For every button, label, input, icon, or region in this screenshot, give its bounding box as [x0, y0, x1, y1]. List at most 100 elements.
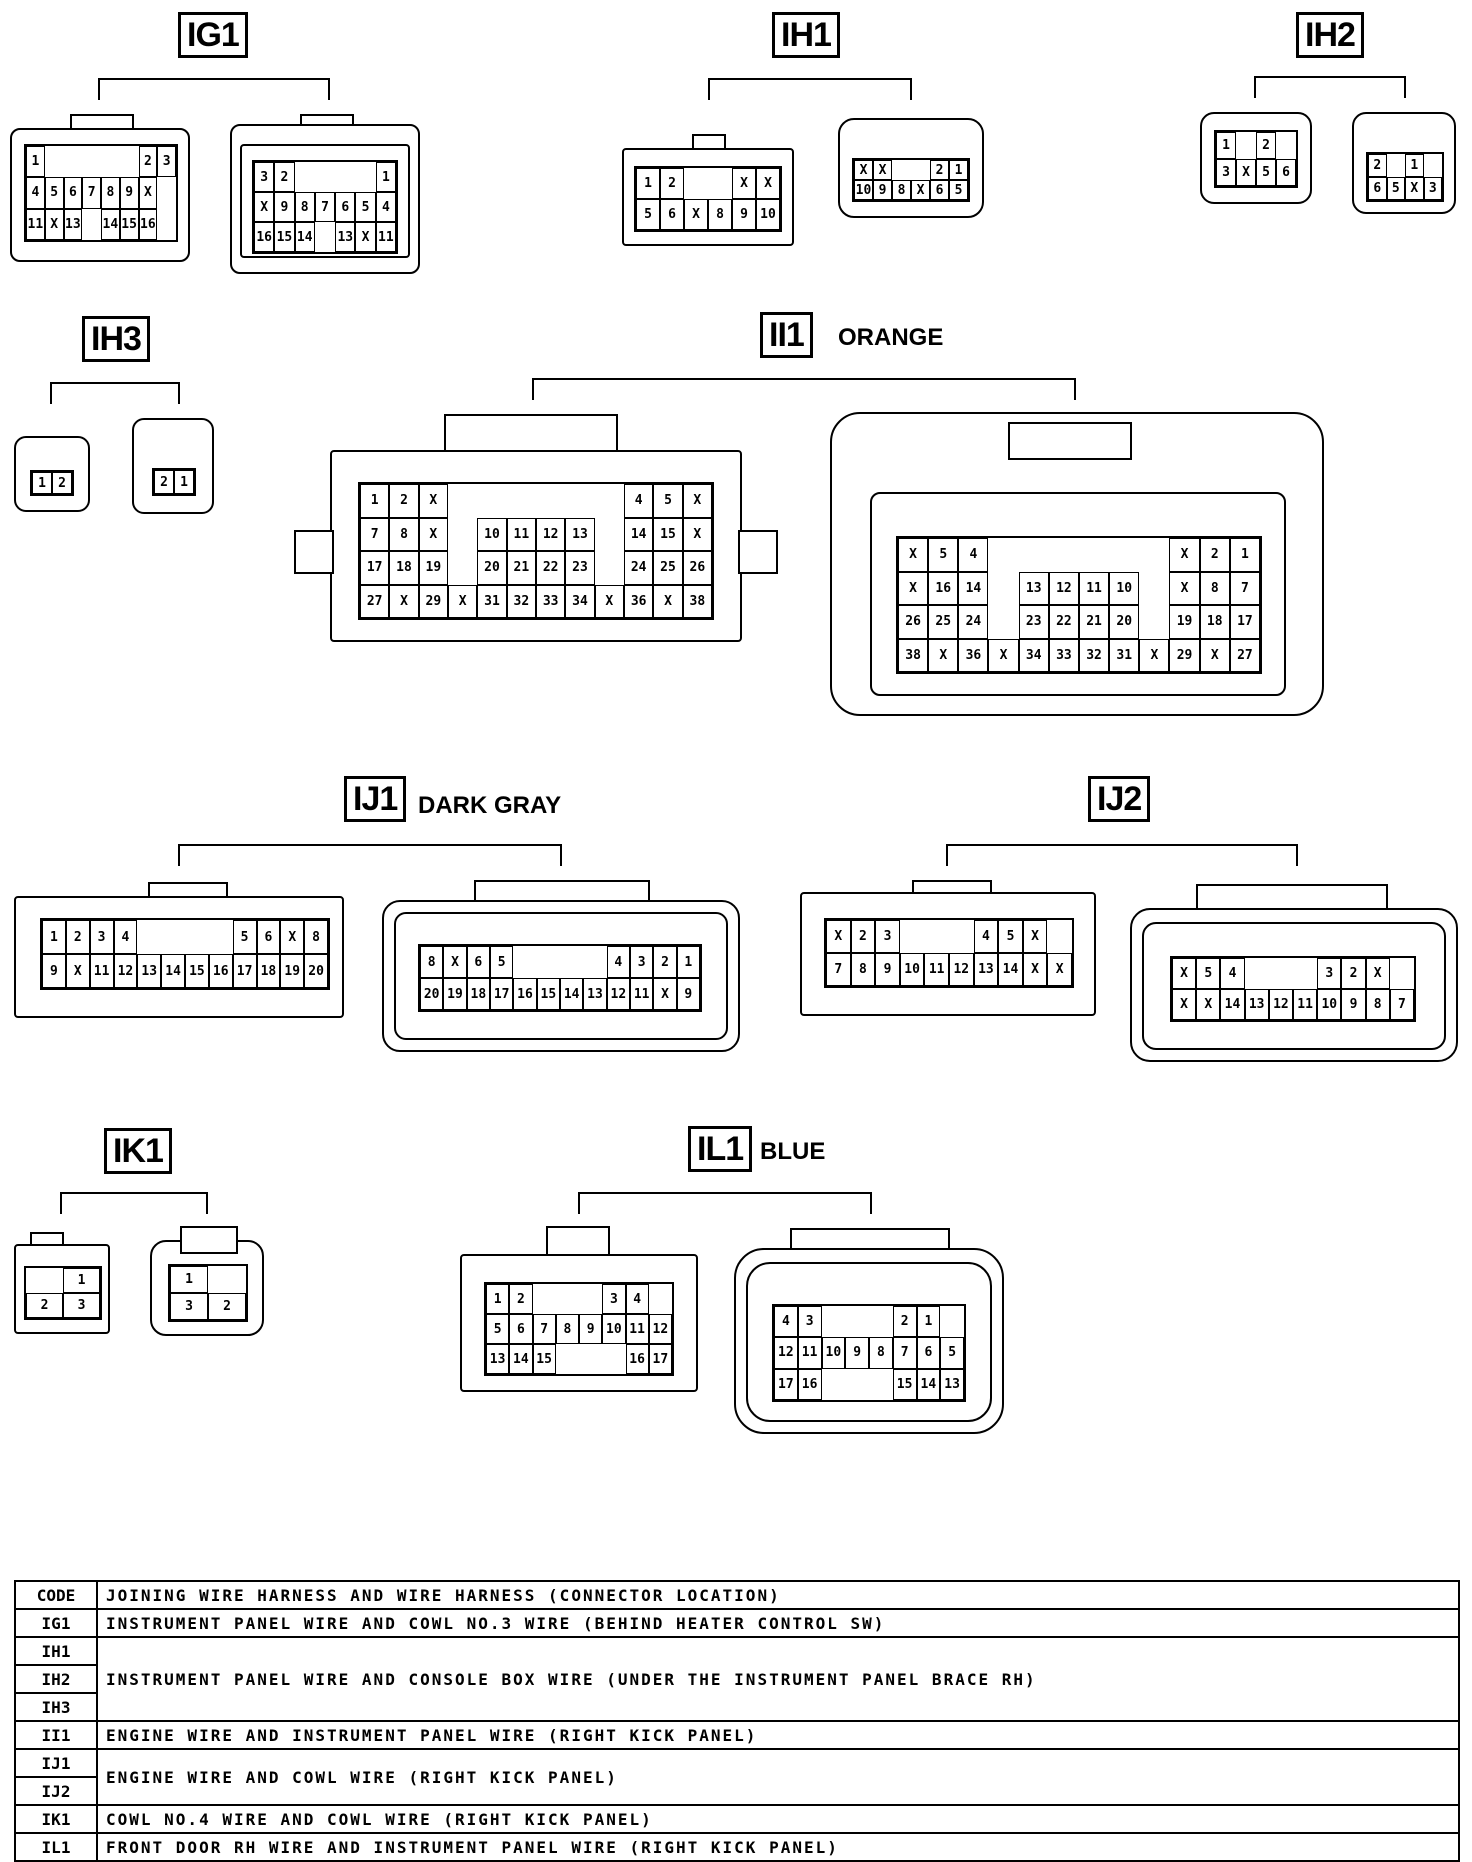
pin-cell: 13 [137, 954, 162, 988]
pin-cell: 17 [648, 1344, 672, 1374]
pin-cell: 15 [536, 978, 560, 1010]
pin-cell: 12 [536, 517, 566, 551]
pin-cell: 3 [63, 1293, 100, 1318]
pin-cell: 9 [732, 199, 756, 230]
pin-cell: 4 [774, 1306, 798, 1338]
pin-cell: 1 [1229, 538, 1260, 572]
pin-cell: X [911, 180, 930, 200]
pin-cell: X [254, 192, 275, 222]
pin-cell: 13 [1018, 571, 1049, 605]
pin-cell: 7 [314, 192, 336, 222]
pin-cell: 5 [486, 1314, 510, 1344]
pin-cell: X [280, 920, 305, 954]
pin-cell: 25 [653, 551, 683, 585]
pin-cell: 34 [1018, 638, 1049, 672]
pin-cell: 8 [850, 953, 876, 986]
pin-cell: 1 [360, 484, 390, 518]
pin-cell: 15 [532, 1344, 556, 1374]
pin-cell: X [1022, 920, 1048, 953]
pin-cell: 9 [1341, 989, 1366, 1020]
pin-cell: 6 [660, 199, 684, 230]
pin-cell: 13 [1244, 989, 1269, 1020]
pin-cell [533, 1284, 556, 1314]
pin-cell: 32 [506, 584, 536, 618]
pin-cell: 3 [875, 920, 900, 953]
pin-cell: 5 [928, 538, 959, 572]
pin-cell: 2 [1341, 958, 1366, 989]
pin-cell: 11 [26, 208, 45, 240]
pin-cell: 11 [1078, 571, 1110, 605]
pin-cell: 8 [101, 177, 120, 209]
pin-cell: 19 [418, 551, 448, 585]
pin-cell: 14 [509, 1344, 533, 1374]
pin-cell: X [732, 168, 756, 199]
pin-cell: 14 [161, 954, 185, 988]
pin-cell [1276, 132, 1296, 159]
pin-cell [1387, 154, 1406, 177]
pin-cell [1139, 605, 1169, 639]
pin-cell: 8 [708, 199, 732, 230]
pin-cell: X [756, 168, 780, 199]
pin-cell: 38 [898, 638, 929, 672]
pin-cell [822, 1369, 846, 1400]
pin-cell: 10 [756, 199, 780, 230]
pin-cell [513, 946, 536, 978]
pin-cell: X [928, 638, 959, 672]
table-cell-description: ENGINE WIRE AND COWL WIRE (RIGHT KICK PA… [96, 1748, 1460, 1806]
pin-cell: 1 [170, 1266, 208, 1293]
pin-cell: 12 [949, 953, 974, 986]
pin-cell: 1 [916, 1306, 941, 1338]
pin-cell [64, 146, 83, 177]
pin-cell: 12 [1268, 989, 1293, 1020]
pin-cell [1139, 572, 1169, 606]
pin-cell: 33 [1048, 638, 1079, 672]
pin-cell: 6 [509, 1314, 533, 1344]
pin-cell: 17 [774, 1368, 798, 1400]
pin-cell: 6 [335, 192, 356, 222]
pin-cell: X [653, 584, 683, 618]
pin-cell: 21 [506, 551, 536, 585]
pin-cell: 23 [1018, 605, 1049, 639]
pin-cell: 7 [826, 953, 851, 986]
pin-cell [684, 168, 708, 199]
pin-cell: 14 [560, 978, 584, 1010]
pin-cell: 2 [274, 162, 295, 192]
connector-code-ih1: IH1 [772, 12, 840, 58]
pin-cell: 9 [42, 954, 66, 988]
pin-cell: 3 [89, 920, 114, 954]
pin-cell: 36 [624, 584, 654, 618]
pin-cell: 19 [280, 954, 305, 988]
connector-code-table: CODE JOINING WIRE HARNESS AND WIRE HARNE… [14, 1580, 1460, 1862]
pin-cell: 29 [418, 584, 448, 618]
pin-cell: 18 [466, 978, 490, 1010]
pin-cell: 8 [304, 920, 328, 954]
header-description: JOINING WIRE HARNESS AND WIRE HARNESS (C… [96, 1580, 1460, 1610]
pin-cell [892, 160, 911, 180]
pin-cell: X [653, 978, 677, 1010]
pin-cell: X [448, 584, 478, 618]
pin-cell: 5 [940, 1337, 964, 1369]
pin-cell [82, 209, 101, 240]
table-cell-code: IJ1 [14, 1748, 98, 1778]
pin-cell: X [1196, 989, 1221, 1020]
bracket-ig1 [98, 78, 330, 100]
pin-cell: 14 [294, 222, 315, 252]
pin-cell: 5 [1386, 177, 1405, 200]
pin-cell: 38 [682, 584, 712, 618]
pin-cell: 11 [625, 1314, 649, 1344]
pin-cell: 9 [579, 1314, 603, 1344]
pin-cell [1047, 920, 1072, 953]
pin-cell [940, 1306, 964, 1337]
pin-cell: 2 [1199, 538, 1230, 572]
pin-cell: 16 [254, 222, 275, 252]
pin-cell: 5 [653, 484, 683, 518]
pin-cell: 2 [509, 1284, 533, 1314]
pin-cell: 2 [138, 146, 158, 178]
